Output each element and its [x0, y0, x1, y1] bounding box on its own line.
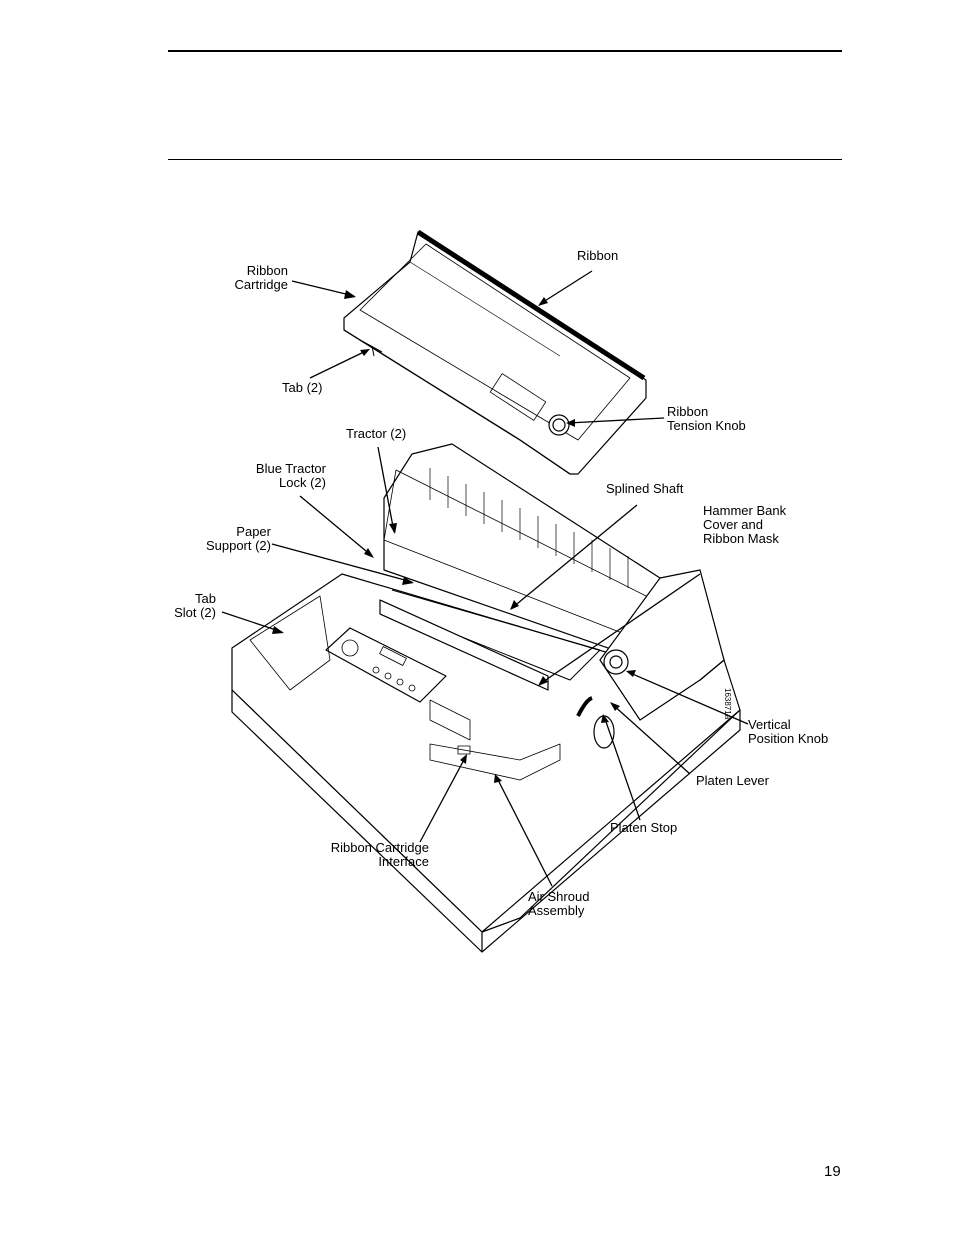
label-splined-shaft: Splined Shaft: [606, 481, 684, 496]
label-tab: Tab (2): [282, 380, 323, 395]
callout-arrowheads: [272, 290, 636, 783]
page-number: 19: [824, 1163, 841, 1180]
label-platen-lever: Platen Lever: [696, 773, 769, 788]
ribbon-cartridge-drawing: [343, 229, 647, 475]
header-rule-bottom: [168, 159, 842, 160]
header-rule-top: [168, 50, 842, 52]
label-tractor: Tractor (2): [346, 426, 407, 441]
label-platen-stop: Platen Stop: [610, 820, 678, 835]
label-ribbon: Ribbon: [577, 248, 619, 263]
figure-id: 163871a: [723, 688, 732, 720]
printer-body-drawing: [231, 443, 741, 953]
callout-leaders: [221, 270, 749, 887]
